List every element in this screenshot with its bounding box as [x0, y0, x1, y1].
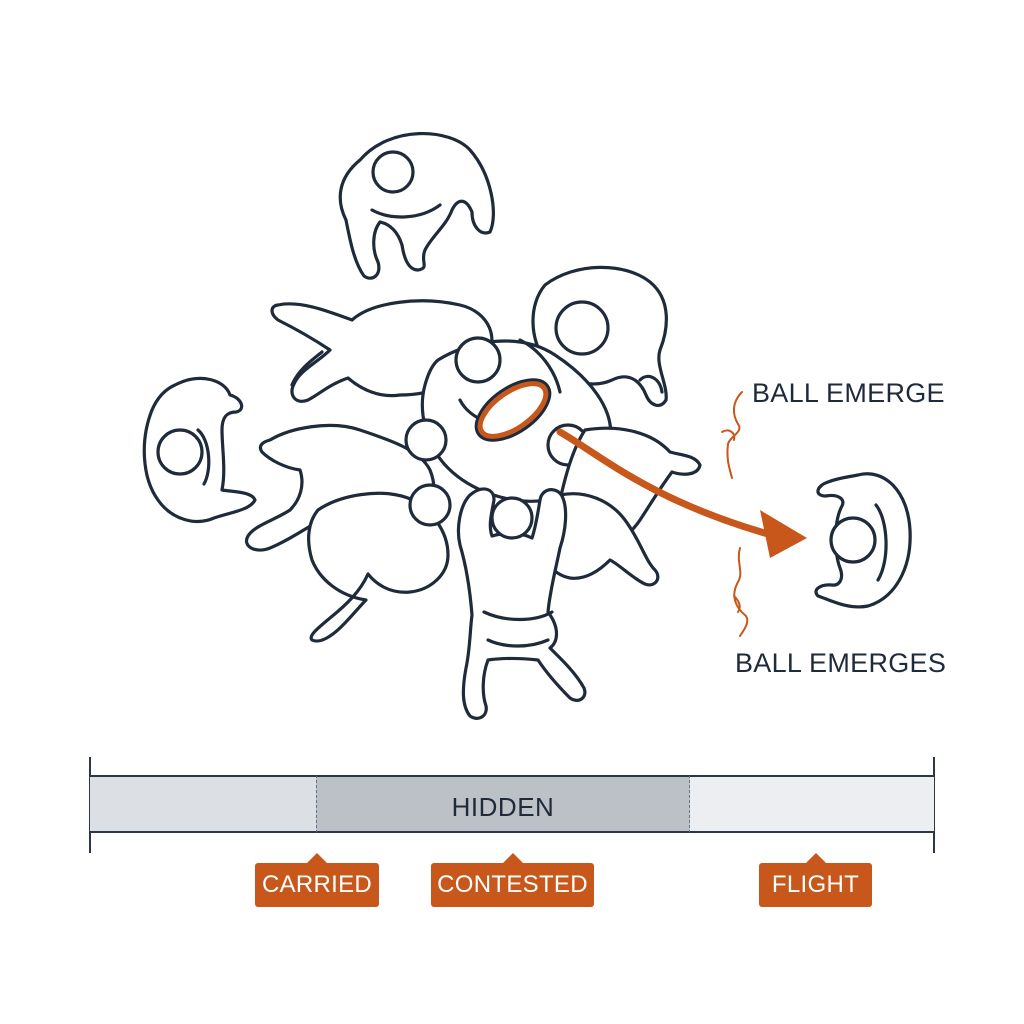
timeline-segment-carried [90, 775, 316, 833]
rugby-ball [474, 378, 552, 442]
timeline-segment-flight [690, 775, 934, 833]
callout-squiggle-bottom [733, 547, 749, 637]
phase-tag-flight: FLIGHT [759, 853, 872, 907]
ball-path-arrow [556, 428, 807, 558]
callout-ball-emerge: BALL EMERGE [752, 378, 945, 408]
hidden-label: HIDDEN [451, 792, 555, 822]
phase-tag-contested: CONTESTED [431, 853, 594, 907]
phase-tag-carried: CARRIED [255, 853, 379, 907]
ball-visibility-timeline: HIDDEN [90, 775, 934, 833]
callout-ball-emerges: BALL EMERGES [735, 648, 947, 678]
timeline-segment-hidden: HIDDEN [316, 775, 690, 833]
timeline-cap-right [933, 757, 935, 853]
player-front [456, 487, 587, 720]
player-right [814, 472, 912, 609]
player-left [142, 376, 257, 523]
player-top [338, 132, 495, 280]
callout-squiggle-top [721, 391, 743, 479]
